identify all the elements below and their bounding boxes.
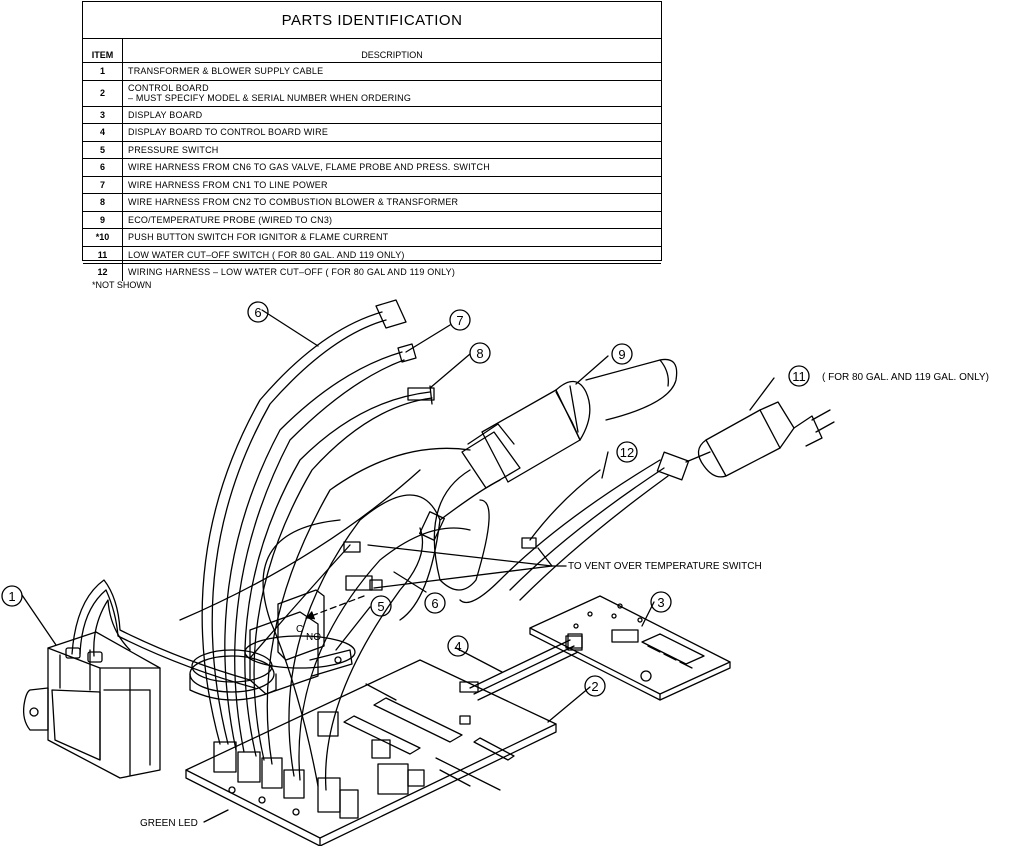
green-led-label: GREEN LED: [140, 818, 198, 829]
row-item: 11: [83, 246, 123, 263]
row-item: 8: [83, 194, 123, 211]
table-row: 1 TRANSFORMER & BLOWER SUPPLY CABLE: [83, 63, 661, 81]
row-item: 9: [83, 211, 123, 228]
row-description-note: – MUST SPECIFY MODEL & SERIAL NUMBER WHE…: [128, 93, 412, 103]
row-description: ECO/TEMPERATURE PROBE (WIRED TO CN3): [128, 214, 333, 225]
callout-6a: 6: [254, 305, 261, 320]
callout-8: 8: [476, 346, 483, 361]
row-description: WIRING HARNESS – LOW WATER CUT–OFF ( FOR…: [128, 267, 456, 278]
lwco-note: ( FOR 80 GAL. AND 119 GAL. ONLY): [822, 372, 989, 383]
callout-3: 3: [657, 595, 664, 610]
eco-probe: [419, 358, 678, 591]
row-description: DISPLAY BOARD: [128, 109, 203, 120]
callout-2: 2: [591, 679, 598, 694]
row-description: DISPLAY BOARD TO CONTROL BOARD WIRE: [128, 127, 329, 138]
row-description: PRESSURE SWITCH: [128, 144, 219, 155]
row-item: 7: [83, 176, 123, 193]
table-row: 11 LOW WATER CUT–OFF SWITCH ( FOR 80 GAL.…: [83, 246, 661, 264]
wire-harness: [179, 299, 471, 791]
lwco-switch: [459, 401, 835, 604]
row-item: *10: [83, 229, 123, 246]
table-row: 8 WIRE HARNESS FROM CN2 TO COMBUSTION BLO…: [83, 194, 661, 212]
table-row: 9 ECO/TEMPERATURE PROBE (WIRED TO CN3): [83, 211, 661, 229]
row-item: 2: [83, 80, 123, 106]
callout-12: 12: [620, 445, 634, 460]
transformer: [22, 631, 161, 779]
callout-5: 5: [377, 599, 384, 614]
callout-11: 11: [792, 369, 806, 384]
table-row: 2 CONTROL BOARD– MUST SPECIFY MODEL & SER…: [83, 80, 661, 107]
vent-switch-label: TO VENT OVER TEMPERATURE SWITCH: [568, 561, 762, 572]
ribbon-cable: [459, 635, 583, 701]
callout-7: 7: [456, 313, 463, 328]
table-row: 6 WIRE HARNESS FROM CN6 TO GAS VALVE, FLA…: [83, 159, 661, 177]
table-row: 12 WIRING HARNESS – LOW WATER CUT–OFF ( F…: [83, 264, 661, 281]
parts-table-header: ITEM DESCRIPTION: [83, 39, 661, 63]
row-item: 4: [83, 124, 123, 141]
display-board: [529, 595, 731, 701]
table-row: 4 DISPLAY BOARD TO CONTROL BOARD WIRE: [83, 124, 661, 142]
row-item: 12: [83, 264, 123, 281]
table-row: 3 DISPLAY BOARD: [83, 106, 661, 124]
row-item: 1: [83, 63, 123, 80]
row-description: WIRE HARNESS FROM CN6 TO GAS VALVE, FLAM…: [128, 162, 490, 173]
switch-no-label: NO: [306, 632, 321, 643]
not-shown-note: *NOT SHOWN: [92, 280, 152, 290]
table-row: 7 WIRE HARNESS FROM CN1 TO LINE POWER: [83, 176, 661, 194]
row-description: WIRE HARNESS FROM CN1 TO LINE POWER: [128, 179, 328, 190]
row-item: 5: [83, 141, 123, 158]
leader-lines: [21, 309, 775, 823]
parts-table-title: PARTS IDENTIFICATION: [83, 2, 661, 39]
callout-9: 9: [618, 347, 625, 362]
row-description: PUSH BUTTON SWITCH FOR IGNITOR & FLAME C…: [128, 232, 389, 243]
row-item: 6: [83, 159, 123, 176]
table-row: 5 PRESSURE SWITCH: [83, 141, 661, 159]
callout-1: 1: [8, 589, 15, 604]
callout-circles: [1, 301, 810, 697]
control-board: [185, 659, 557, 846]
row-item: 3: [83, 106, 123, 123]
header-item: ITEM: [83, 39, 123, 62]
callout-4: 4: [454, 639, 461, 654]
row-description: TRANSFORMER & BLOWER SUPPLY CABLE: [128, 66, 324, 77]
row-description: LOW WATER CUT–OFF SWITCH ( FOR 80 GAL. A…: [128, 249, 405, 260]
row-description: WIRE HARNESS FROM CN2 TO COMBUSTION BLOW…: [128, 197, 459, 208]
callout-6b: 6: [431, 596, 438, 611]
switch-c-label: C: [296, 624, 303, 635]
row-description: CONTROL BOARD: [128, 83, 209, 93]
header-description: DESCRIPTION: [361, 50, 423, 60]
table-row: *10 PUSH BUTTON SWITCH FOR IGNITOR & FLAM…: [83, 229, 661, 247]
